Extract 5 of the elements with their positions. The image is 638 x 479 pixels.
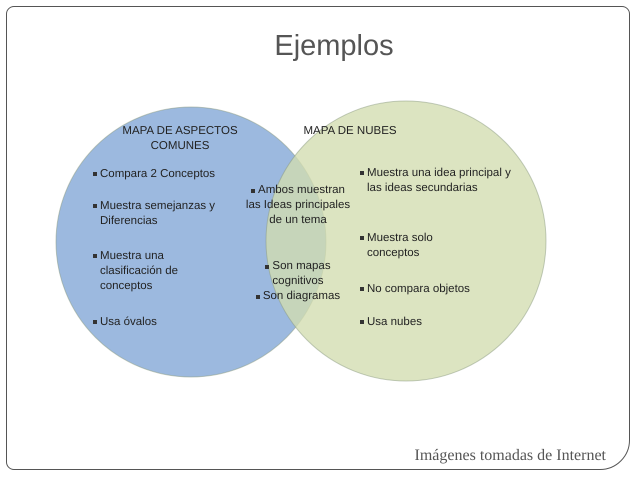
slide-title: Ejemplos [273, 30, 395, 63]
source-caption: Imágenes tomadas de Internet [414, 447, 606, 465]
circle-heading: MAPA DE NUBES [302, 124, 398, 139]
circle-heading: MAPA DE ASPECTOS COMUNES [121, 124, 239, 154]
bullet-item: Son diagramas [256, 290, 340, 302]
